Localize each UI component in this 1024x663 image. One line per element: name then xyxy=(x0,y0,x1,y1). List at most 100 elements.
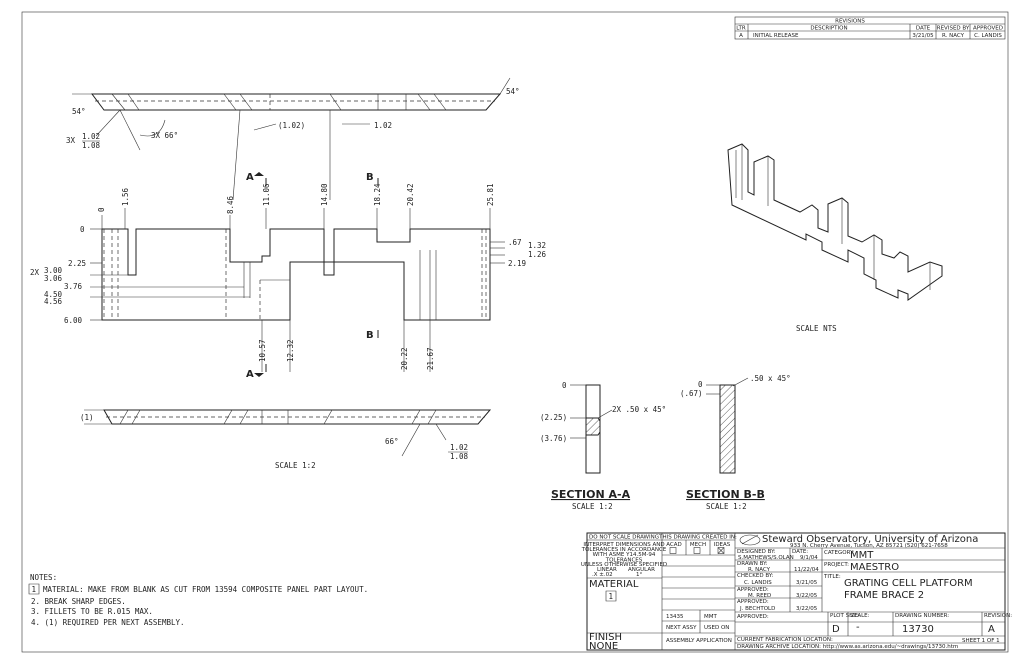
section-aa-scale: SCALE 1:2 xyxy=(572,502,613,511)
tb-interpret-2: TOLERANCES IN ACCORDANCE xyxy=(581,547,667,553)
tb-archive: DRAWING ARCHIVE LOCATION: http://www.as.… xyxy=(737,644,958,650)
tb-org-name: Steward Observatory, University of Arizo… xyxy=(762,534,978,545)
top-angle-right: 54° xyxy=(506,87,520,96)
rev-row-ltr: A xyxy=(739,33,743,39)
bottom-view: (1) 66° 1.02 1.08 xyxy=(80,409,492,461)
section-bb-d67: (.67) xyxy=(680,389,703,398)
top-frac-a-bot: 1.08 xyxy=(82,141,101,150)
tb-angular: ANGULAR xyxy=(628,567,655,573)
front-y-2x: 2X xyxy=(30,268,40,277)
tb-acad-checkbox xyxy=(669,547,677,554)
front-bottom-2: 20.22 xyxy=(400,347,409,370)
tb-used-on: USED ON xyxy=(704,625,729,631)
rev-header-ltr: LTR xyxy=(736,26,746,32)
rev-header-revised: REVISED BY xyxy=(937,26,970,32)
front-y-7: 6.00 xyxy=(64,316,83,325)
revisions-table: REVISIONS LTR DESCRIPTION DATE REVISED B… xyxy=(734,16,1006,40)
tb-acad: ACAD xyxy=(666,542,682,548)
front-right-1: 1.32 xyxy=(528,241,546,250)
tb-finish-val: NONE xyxy=(589,641,618,652)
tb-checked-label: CHECKED BY: xyxy=(737,573,773,579)
iso-view: SCALE NTS xyxy=(727,143,943,333)
tb-dwg-num: 13730 xyxy=(902,624,934,635)
tb-checked-by: C. LANDIS xyxy=(744,580,772,586)
rev-header-desc: DESCRIPTION xyxy=(810,26,847,32)
front-x-5: 18.24 xyxy=(373,183,382,206)
tb-revision-label: REVISION: xyxy=(984,613,1012,619)
tb-approved-label-3: APPROVED: xyxy=(737,614,769,620)
tb-do-not-scale: DO NOT SCALE DRAWING xyxy=(589,535,659,541)
bottom-frac-top: 1.02 xyxy=(450,443,468,452)
top-dim-102: 1.02 xyxy=(374,121,392,130)
rev-row-date: 3/21/05 xyxy=(912,33,934,39)
tb-dwg-num-label: DRAWING NUMBER: xyxy=(895,613,949,619)
top-view: 54° 54° 3X 1.02 1.08 3X 66° (1.02) 1.02 xyxy=(66,77,520,201)
front-x-1: 1.56 xyxy=(121,187,130,206)
tb-approved-label: APPROVED: xyxy=(737,587,769,593)
section-marker-b-bottom: B xyxy=(366,330,374,341)
tb-approved-2-date: 3/22/05 xyxy=(796,606,818,612)
rev-header-approved: APPROVED xyxy=(973,26,1003,32)
section-bb-chamfer: .50 x 45° xyxy=(750,374,791,383)
note-2: 2. BREAK SHARP EDGES. xyxy=(31,597,126,606)
note-3: 3. FILLETS TO BE R.015 MAX. xyxy=(31,607,153,616)
bottom-angle: 66° xyxy=(385,437,399,446)
front-x-4: 14.80 xyxy=(320,183,329,206)
tb-assembly-app: ASSEMBLY APPLICATION xyxy=(666,638,732,644)
tb-scale: - xyxy=(856,622,860,633)
section-aa-d225: (2.25) xyxy=(540,413,567,422)
front-bottom-0: 10.57 xyxy=(258,339,267,362)
notes-title: NOTES: xyxy=(30,573,57,582)
iso-scale: SCALE NTS xyxy=(796,324,837,333)
front-bottom-1: 12.32 xyxy=(286,339,295,362)
section-bb-zero: 0 xyxy=(698,380,703,389)
tb-approved-2: J. BECHTOLD xyxy=(739,606,775,612)
tb-approved-1: M. REED xyxy=(748,593,771,599)
front-bottom-3: 21.67 xyxy=(426,347,435,370)
note-1: MATERIAL: MAKE FROM BLANK AS CUT FROM 13… xyxy=(43,585,368,594)
tb-ideas-checkbox xyxy=(717,547,725,554)
front-x-6: 20.42 xyxy=(406,183,415,206)
tb-finish-label: FINISH xyxy=(589,632,622,643)
section-bb-scale: SCALE 1:2 xyxy=(706,502,747,511)
rev-row-approved: C. LANDIS xyxy=(974,33,1002,39)
tb-project: MAESTRO xyxy=(850,562,899,573)
tb-material-num: 1 xyxy=(609,592,614,601)
rev-row-desc: INITIAL RELEASE xyxy=(753,33,799,39)
tb-scale-label: SCALE: xyxy=(850,613,870,619)
revisions-title: REVISIONS xyxy=(835,19,865,25)
tb-revision: A xyxy=(988,624,995,635)
section-aa-title: SECTION A-A xyxy=(551,488,631,501)
tb-mech-checkbox xyxy=(693,547,701,554)
sheet-border xyxy=(21,11,1009,653)
tb-title-2: FRAME BRACE 2 xyxy=(844,590,924,601)
top-3x-b: 3X 66° xyxy=(151,131,178,140)
front-right-2: 1.26 xyxy=(528,250,547,259)
tb-designed-label: DESIGNED BY: xyxy=(737,549,776,555)
tb-approved-1-date: 3/22/05 xyxy=(796,593,818,599)
tb-drawn-date: 11/22/04 xyxy=(794,567,819,573)
front-y-6: 4.56 xyxy=(44,297,63,306)
tb-drawn-label: DRAWN BY: xyxy=(737,561,768,567)
front-view: 0 1.56 8.46 11.06 14.80 18.24 20.42 25.8… xyxy=(30,172,547,470)
tb-date-label: DATE: xyxy=(792,549,808,555)
org-logo xyxy=(739,534,761,546)
tb-sheet: SHEET 1 OF 1 xyxy=(962,638,1000,644)
tb-title-label: TITLE: xyxy=(823,574,841,580)
tb-linear: LINEAR xyxy=(597,567,617,573)
tb-category: MMT xyxy=(850,550,874,561)
tb-next-assy-proj: MMT xyxy=(704,614,717,620)
front-x-3: 11.06 xyxy=(262,183,271,206)
top-angle-left: 54° xyxy=(72,107,86,116)
note-4: 4. (1) REQUIRED PER NEXT ASSEMBLY. xyxy=(31,618,185,627)
tb-ideas: IDEAS xyxy=(714,542,731,548)
front-y-4: 3.76 xyxy=(64,282,83,291)
tb-checked-date: 3/21/05 xyxy=(796,580,818,586)
rev-row-revised: R. NACY xyxy=(942,33,965,39)
section-aa-zero: 0 xyxy=(562,381,567,390)
tb-project-label: PROJECT: xyxy=(824,562,849,568)
front-x-7: 25.81 xyxy=(486,183,495,206)
tb-fab-location: CURRENT FABRICATION LOCATION: xyxy=(737,637,833,643)
tb-category-label: CATEGORY: xyxy=(824,550,855,556)
